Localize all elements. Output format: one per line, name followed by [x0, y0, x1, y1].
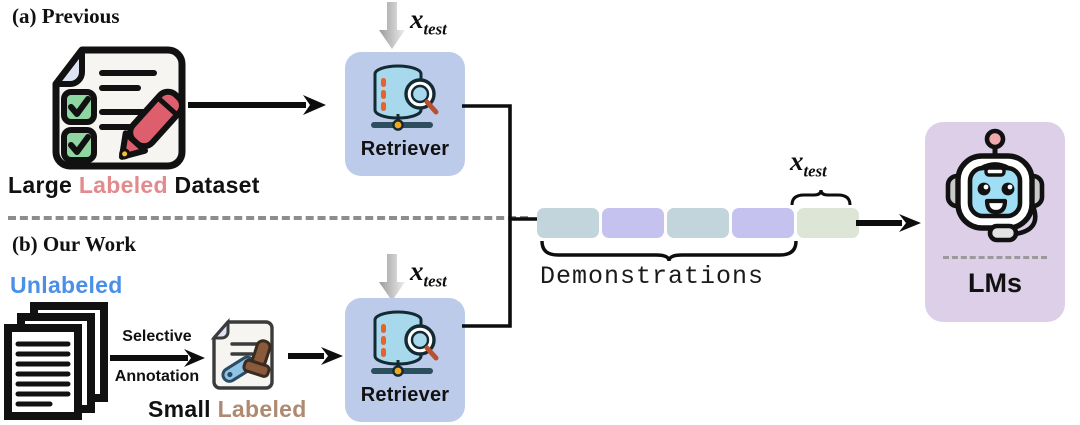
caption-part-small: Small	[148, 396, 218, 422]
caption-part-dataset: Dataset	[167, 172, 260, 198]
prompt-segment-demo-4[interactable]	[732, 208, 794, 238]
demonstrations-label: Demonstrations	[540, 262, 765, 291]
arrow-labeled-to-retriever	[288, 344, 344, 368]
document-stack-icon	[4, 302, 116, 420]
demonstrations-brace	[540, 240, 798, 262]
section-divider	[8, 216, 528, 220]
input-down-arrow-top	[378, 2, 406, 50]
lms-card-divider	[943, 256, 1047, 259]
xtest-base-top: x	[410, 4, 424, 34]
xtest-label-bottom: xtest	[410, 256, 447, 291]
caption-part-large: Large	[8, 172, 79, 198]
xtest-sub-prompt: test	[803, 161, 827, 181]
stamped-document-icon	[208, 318, 280, 394]
small-labeled-caption: Small Labeled	[148, 396, 307, 423]
selective-annotation-top-label: Selective	[122, 328, 192, 345]
retriever-card-previous[interactable]: Retriever	[345, 52, 465, 176]
arrow-dataset-to-retriever	[188, 92, 328, 118]
retriever-label-our-work: Retriever	[360, 384, 450, 406]
unlabeled-label: Unlabeled	[10, 272, 123, 298]
lms-card[interactable]: LMs	[925, 122, 1065, 322]
dataset-caption: Large Labeled Dataset	[8, 172, 260, 199]
caption-part-labeled: Labeled	[78, 172, 168, 198]
database-search-icon	[365, 308, 445, 382]
input-down-arrow-bottom	[378, 254, 406, 302]
retriever-card-our-work[interactable]: Retriever	[345, 298, 465, 422]
xtest-sub-top: test	[423, 19, 447, 39]
arrow-selective-annotation	[110, 348, 206, 368]
prompt-segment-demo-2[interactable]	[602, 208, 664, 238]
xtest-base-bottom: x	[410, 256, 424, 286]
xtest-label-top: xtest	[410, 4, 447, 39]
lms-label: LMs	[968, 268, 1022, 298]
prompt-sequence-bar	[537, 208, 859, 238]
xtest-sub-bottom: test	[423, 271, 447, 291]
prompt-segment-demo-3[interactable]	[667, 208, 729, 238]
retriever-to-prompt-connector	[462, 104, 546, 350]
prompt-segment-test-input[interactable]	[797, 208, 859, 238]
selective-annotation-bottom-label: Annotation	[114, 368, 200, 385]
prompt-segment-demo-1[interactable]	[537, 208, 599, 238]
xtest-base-prompt: x	[790, 146, 804, 176]
robot-headset-icon	[932, 128, 1058, 254]
section-heading-previous: (a) Previous	[12, 4, 120, 28]
arrow-prompt-to-lms	[856, 211, 922, 235]
section-heading-our-work: (b) Our Work	[12, 232, 137, 256]
retriever-label-previous: Retriever	[360, 138, 450, 160]
caption-part-labeled-brown: Labeled	[217, 396, 307, 422]
database-search-icon	[365, 62, 445, 136]
test-segment-brace	[790, 189, 852, 206]
checklist-document-icon	[42, 40, 194, 175]
xtest-label-prompt: xtest	[790, 146, 827, 181]
